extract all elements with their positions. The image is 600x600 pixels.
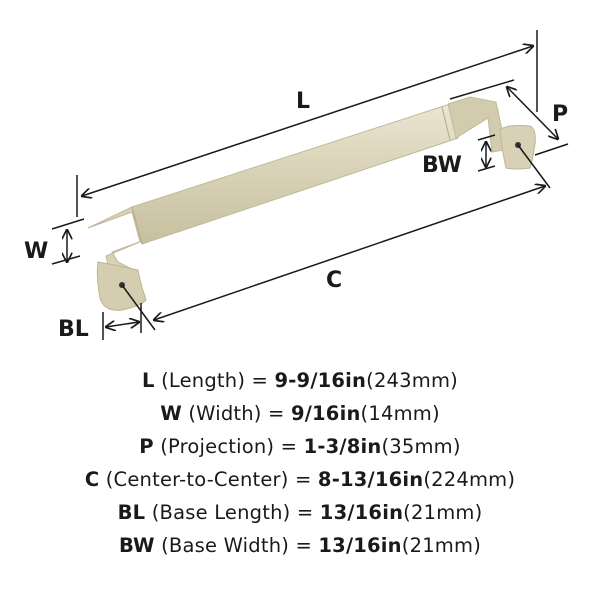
specifications-list: L (Length) = 9-9/16in(243mm) W (Width) =…	[0, 364, 600, 562]
label-length: L	[296, 89, 310, 114]
handle-diagram: L P BW W C BL	[24, 30, 569, 342]
cabinet-pull-handle	[87, 96, 536, 311]
label-projection: P	[552, 102, 568, 127]
label-base-width: BW	[422, 153, 462, 178]
spec-base-width: BW (Base Width) = 13/16in(21mm)	[118, 534, 482, 557]
label-center-to-center: C	[326, 268, 342, 293]
spec-projection: P (Projection) = 1-3/8in(35mm)	[139, 435, 461, 458]
spec-width: W (Width) = 9/16in(14mm)	[160, 402, 440, 425]
spec-base-length: BL (Base Length) = 13/16in(21mm)	[117, 501, 483, 524]
spec-length: L (Length) = 9-9/16in(243mm)	[142, 369, 458, 392]
label-base-length: BL	[58, 317, 89, 342]
spec-center-to-center: C (Center-to-Center) = 8-13/16in(224mm)	[84, 468, 516, 491]
dimension-lines	[51, 30, 569, 340]
label-width: W	[24, 239, 48, 264]
